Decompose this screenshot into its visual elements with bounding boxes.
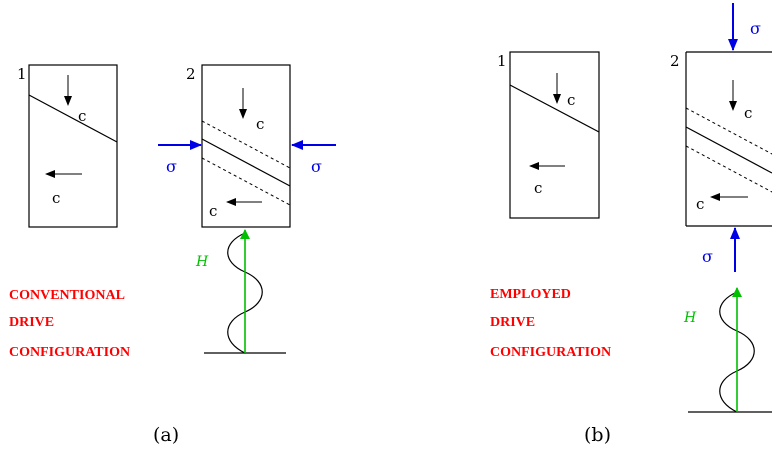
panel-a-title-line-2: DRIVE bbox=[9, 315, 54, 330]
sine-wave bbox=[227, 232, 263, 354]
panel-b-box-1-number: 1 bbox=[497, 52, 507, 70]
panel-a-box-2-number: 2 bbox=[186, 65, 196, 83]
panel-b-box-2-c-top: c bbox=[744, 104, 752, 122]
domain-wall bbox=[509, 84, 600, 133]
panel-b-caption: (b) bbox=[584, 424, 611, 446]
panel-b-field-label: H bbox=[683, 310, 697, 326]
panel-b-title-line-2: DRIVE bbox=[490, 315, 535, 330]
dashed-domain-boundary bbox=[685, 145, 772, 193]
domain-wall bbox=[685, 126, 772, 174]
panel-a-box-1-c-bottom: c bbox=[52, 189, 60, 207]
panel-b-box-2-number: 2 bbox=[670, 52, 680, 70]
panel-b-box-1-c-top: c bbox=[567, 91, 575, 109]
sine-wave bbox=[719, 291, 755, 413]
panel-b-box-2: 2 c c bbox=[670, 51, 772, 227]
dashed-domain-boundary bbox=[201, 157, 291, 206]
panel-b-box-1: 1 c c bbox=[497, 51, 600, 219]
panel-a-box-2-c-top: c bbox=[256, 115, 264, 133]
domain-wall bbox=[28, 94, 118, 143]
panel-b-field: H bbox=[683, 287, 772, 413]
panel-a-box-2: 2 c c bbox=[186, 64, 291, 228]
panel-a-field: H bbox=[195, 229, 286, 354]
panel-a-box-1-number: 1 bbox=[17, 65, 27, 83]
panel-a-field-label: H bbox=[195, 254, 209, 270]
panel-a-box-1: 1 c c bbox=[17, 64, 118, 228]
dashed-domain-boundary bbox=[685, 107, 772, 155]
panel-b-title-line-3: CONFIGURATION bbox=[490, 345, 611, 360]
panel-a: 1 c c 2 c c σ σ H bbox=[9, 64, 336, 446]
panel-b-title-line-1: EMPLOYED bbox=[490, 287, 571, 302]
panel-a-sigma-right: σ bbox=[311, 157, 322, 176]
panel-b-sigma-bottom: σ bbox=[702, 247, 713, 266]
panel-b-box-2-c-bottom: c bbox=[696, 195, 704, 213]
panel-b: 1 c c 2 c c σ σ bbox=[490, 3, 772, 446]
panel-a-title-line-3: CONFIGURATION bbox=[9, 345, 130, 360]
domain-wall bbox=[201, 138, 291, 187]
panel-b-sigma-top: σ bbox=[750, 19, 761, 38]
panel-b-box-1-c-bottom: c bbox=[534, 179, 542, 197]
panel-a-caption: (a) bbox=[153, 424, 179, 446]
panel-a-sigma-left: σ bbox=[166, 157, 177, 176]
panel-a-title-line-1: CONVENTIONAL bbox=[9, 288, 125, 303]
panel-a-box-2-c-bottom: c bbox=[209, 202, 217, 220]
panel-a-box-1-c-top: c bbox=[78, 107, 86, 125]
dashed-domain-boundary bbox=[201, 120, 291, 169]
